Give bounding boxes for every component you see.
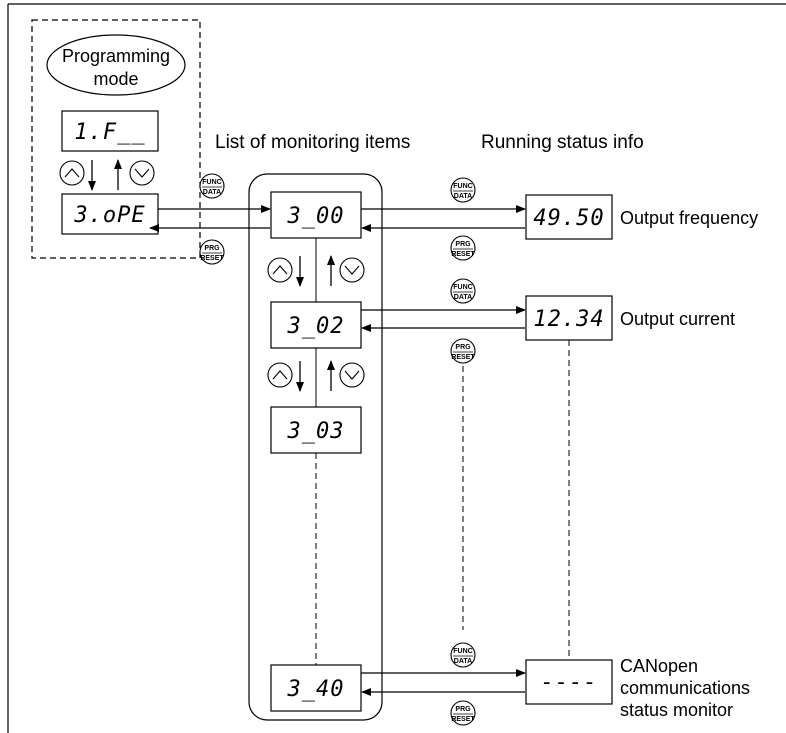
- svg-text:PRG: PRG: [455, 241, 471, 248]
- svg-text:DATA: DATA: [454, 294, 472, 301]
- up-arrow-key-icon[interactable]: [59, 160, 85, 186]
- svg-text:RESET: RESET: [451, 716, 475, 723]
- running-status-info-title: Running status info: [481, 132, 644, 153]
- programming-mode-box: [31, 19, 201, 259]
- func-data-key-icon[interactable]: FUNC DATA: [450, 278, 476, 304]
- led-text-output-frequency: 49.50: [533, 206, 604, 231]
- led-display-item-3-00: [270, 191, 362, 239]
- func-data-key-icon[interactable]: FUNC DATA: [199, 173, 225, 199]
- svg-text:RESET: RESET: [451, 251, 475, 258]
- led-text-prog-bottom: 3.oPE: [73, 203, 145, 228]
- svg-text:RESET: RESET: [200, 255, 224, 262]
- led-text-prog-top: 1.F__: [74, 120, 145, 145]
- svg-text:FUNC: FUNC: [453, 284, 472, 291]
- programming-mode-line2: mode: [93, 69, 138, 89]
- svg-text:FUNC: FUNC: [453, 183, 472, 190]
- prg-reset-key-icon[interactable]: PRG RESET: [199, 239, 225, 265]
- prg-reset-key-icon[interactable]: PRG RESET: [450, 700, 476, 726]
- monitoring-list-panel: [248, 173, 383, 721]
- up-arrow-key-icon[interactable]: [267, 362, 293, 388]
- led-display-item-3-40: [270, 664, 362, 712]
- programming-mode-badge: [46, 34, 186, 96]
- label-output-frequency: Output frequency: [620, 208, 758, 228]
- down-arrow-key-icon[interactable]: [339, 362, 365, 388]
- programming-mode-line1: Programming: [62, 46, 170, 66]
- led-display-prog-bottom: [61, 193, 159, 235]
- led-text-item-3-00: 3_00: [287, 204, 345, 229]
- func-data-key-icon[interactable]: FUNC DATA: [450, 642, 476, 668]
- down-arrow-key-icon[interactable]: [339, 257, 365, 283]
- led-text-item-3-03: 3_03: [287, 419, 345, 444]
- up-arrow-key-icon[interactable]: [267, 257, 293, 283]
- svg-text:RESET: RESET: [451, 354, 475, 361]
- led-text-item-3-02: 3_02: [287, 314, 345, 339]
- led-text-output-current: 12.34: [533, 307, 604, 332]
- svg-text:DATA: DATA: [454, 658, 472, 665]
- down-arrow-key-icon[interactable]: [129, 160, 155, 186]
- svg-text:FUNC: FUNC: [453, 648, 472, 655]
- led-display-output-current: [525, 295, 613, 341]
- led-text-item-3-40: 3_40: [287, 677, 345, 702]
- svg-text:DATA: DATA: [454, 193, 472, 200]
- prg-reset-key-icon[interactable]: PRG RESET: [450, 235, 476, 261]
- svg-text:PRG: PRG: [455, 706, 471, 713]
- svg-text:PRG: PRG: [204, 245, 220, 252]
- func-data-key-icon[interactable]: FUNC DATA: [450, 177, 476, 203]
- svg-text:FUNC: FUNC: [202, 179, 221, 186]
- prg-reset-key-icon[interactable]: PRG RESET: [450, 338, 476, 364]
- led-text-canopen-status: ----: [541, 670, 598, 695]
- list-of-monitoring-items-title: List of monitoring items: [215, 132, 410, 153]
- svg-text:PRG: PRG: [455, 344, 471, 351]
- label-canopen-line2: communications: [620, 678, 750, 698]
- svg-text:DATA: DATA: [203, 189, 221, 196]
- led-display-prog-top: [61, 110, 159, 152]
- label-output-current: Output current: [620, 309, 735, 329]
- label-canopen-line1: CANopen: [620, 656, 698, 676]
- led-display-output-frequency: [525, 194, 613, 240]
- label-canopen-line3: status monitor: [620, 700, 733, 720]
- led-display-canopen-status: [525, 659, 613, 705]
